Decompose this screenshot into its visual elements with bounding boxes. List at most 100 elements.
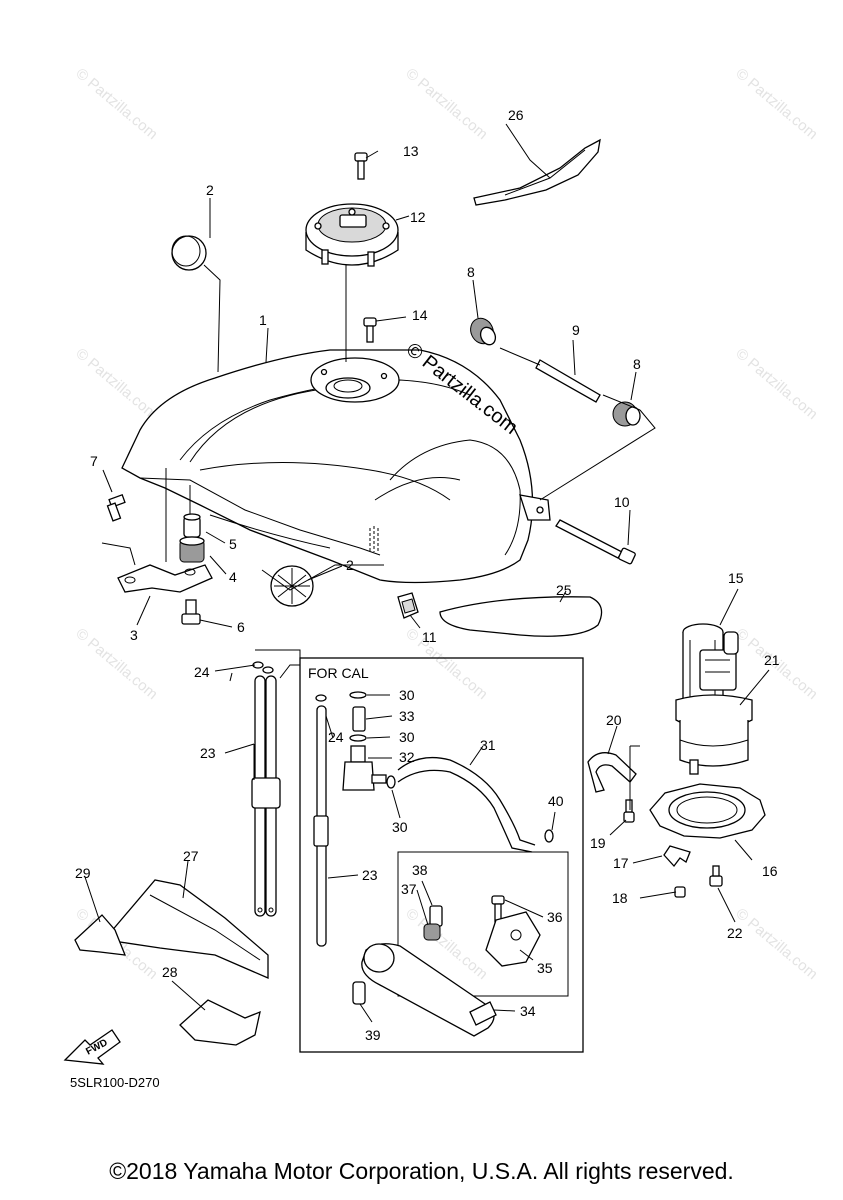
part-27-heat-shield <box>109 879 269 979</box>
part-6-bolt <box>181 599 201 625</box>
for-cal-label: FOR CAL <box>308 665 369 681</box>
callout-31: 31 <box>480 737 496 753</box>
callout-23: 23 <box>362 867 378 883</box>
part-13-bolt <box>354 152 368 180</box>
watermark: © Partzilla.com <box>402 625 490 703</box>
callout-40: 40 <box>548 793 564 809</box>
part-29-cover <box>74 914 127 956</box>
callout-18: 18 <box>612 890 628 906</box>
callout-28: 28 <box>162 964 178 980</box>
part-38-hose <box>429 905 443 927</box>
callout-13: 13 <box>403 143 419 159</box>
callout-32: 32 <box>399 749 415 765</box>
part-20-holder <box>587 752 637 793</box>
callout-30: 30 <box>399 687 415 703</box>
part-2-cap <box>171 235 207 271</box>
callout-24: 24 <box>194 664 210 680</box>
part-35-bracket <box>485 911 541 967</box>
diagram-code: 5SLR100-D270 <box>70 1075 160 1090</box>
callout-7: 7 <box>90 453 98 469</box>
part-16-gasket-plate <box>649 783 766 839</box>
part-36-screw <box>491 895 505 923</box>
part-18-screw <box>674 886 686 898</box>
part-7-bolt <box>106 494 126 522</box>
callout-26: 26 <box>508 107 524 123</box>
part-23-hose-left <box>251 675 281 917</box>
part-22-bolt <box>709 865 723 887</box>
callout-9: 9 <box>572 322 580 338</box>
part-15-fuel-pump <box>675 623 753 775</box>
part-23-hose-cal <box>313 705 329 947</box>
callout-15: 15 <box>728 570 744 586</box>
callout-20: 20 <box>606 712 622 728</box>
callout-12: 12 <box>410 209 426 225</box>
callout-4: 4 <box>229 569 237 585</box>
for-cal-box <box>299 657 584 1053</box>
watermark: © Partzilla.com <box>72 345 160 423</box>
watermark: © Partzilla.com <box>732 905 820 983</box>
callout-30: 30 <box>399 729 415 745</box>
part-30-clip-middle <box>349 734 367 742</box>
callout-10: 10 <box>614 494 630 510</box>
callout-11: 11 <box>422 629 437 645</box>
callout-33: 33 <box>399 708 415 724</box>
part-11-clip <box>397 592 419 619</box>
part-32-fuel-filter <box>342 745 387 791</box>
watermark: © Partzilla.com <box>72 625 160 703</box>
part-12-fuel-cap <box>305 203 399 267</box>
part-26-cover-strip <box>473 138 601 206</box>
callout-22: 22 <box>727 925 743 941</box>
callout-39: 39 <box>365 1027 381 1043</box>
callout-34: 34 <box>520 1003 536 1019</box>
part-30-clip-upper <box>349 691 367 699</box>
callout-29: 29 <box>75 865 91 881</box>
callout-19: 19 <box>590 835 606 851</box>
part-39-hose-small <box>352 981 366 1005</box>
watermark: © Partzilla.com <box>402 65 490 143</box>
watermark: © Partzilla.com <box>72 65 160 143</box>
part-2-grommet <box>270 565 314 607</box>
callout-17: 17 <box>613 855 629 871</box>
part-8-damper-lower <box>612 401 641 427</box>
callout-14: 14 <box>412 307 428 323</box>
callout-8: 8 <box>467 264 475 280</box>
callout-25: 25 <box>556 582 572 598</box>
callout-27: 27 <box>183 848 199 864</box>
part-33-hose-short <box>352 706 366 732</box>
callout-2: 2 <box>346 557 354 573</box>
copyright-notice: ©2018 Yamaha Motor Corporation, U.S.A. A… <box>109 1158 734 1184</box>
part-28-cover <box>179 999 261 1046</box>
callout-3: 3 <box>130 627 138 643</box>
callout-30: 30 <box>392 819 408 835</box>
fwd-arrow-icon: FWD <box>63 1029 121 1065</box>
callout-labels: 1 2 2 3 4 5 6 7 8 8 9 10 11 12 13 14 15 … <box>75 107 780 1043</box>
part-30-clip-lower <box>386 775 396 789</box>
part-4-damper <box>179 536 205 563</box>
callout-24: 24 <box>328 729 344 745</box>
part-10-bolt <box>555 519 636 565</box>
callout-23: 23 <box>200 745 216 761</box>
callout-36: 36 <box>547 909 563 925</box>
callout-6: 6 <box>237 619 245 635</box>
part-19-screw <box>623 799 635 823</box>
part-8-damper-upper <box>470 317 497 346</box>
part-14-bolt <box>363 317 377 343</box>
part-37-damper <box>423 923 441 941</box>
callout-1: 1 <box>259 312 267 328</box>
callout-38: 38 <box>412 862 428 878</box>
part-31-hose-long <box>397 756 536 853</box>
part-1-fuel-tank <box>121 349 551 584</box>
watermark: © Partzilla.com <box>732 345 820 423</box>
callout-21: 21 <box>764 652 780 668</box>
part-3-bracket <box>117 564 213 593</box>
leader-lines <box>84 123 770 1023</box>
callout-5: 5 <box>229 536 237 552</box>
part-40-clip <box>544 829 554 843</box>
part-9-collar <box>535 359 601 403</box>
callout-37: 37 <box>401 881 417 897</box>
part-5-collar <box>183 513 201 538</box>
callout-8: 8 <box>633 356 641 372</box>
part-25-side-cover <box>439 596 603 637</box>
callout-16: 16 <box>762 863 778 879</box>
part-24-clip-left <box>252 661 274 674</box>
